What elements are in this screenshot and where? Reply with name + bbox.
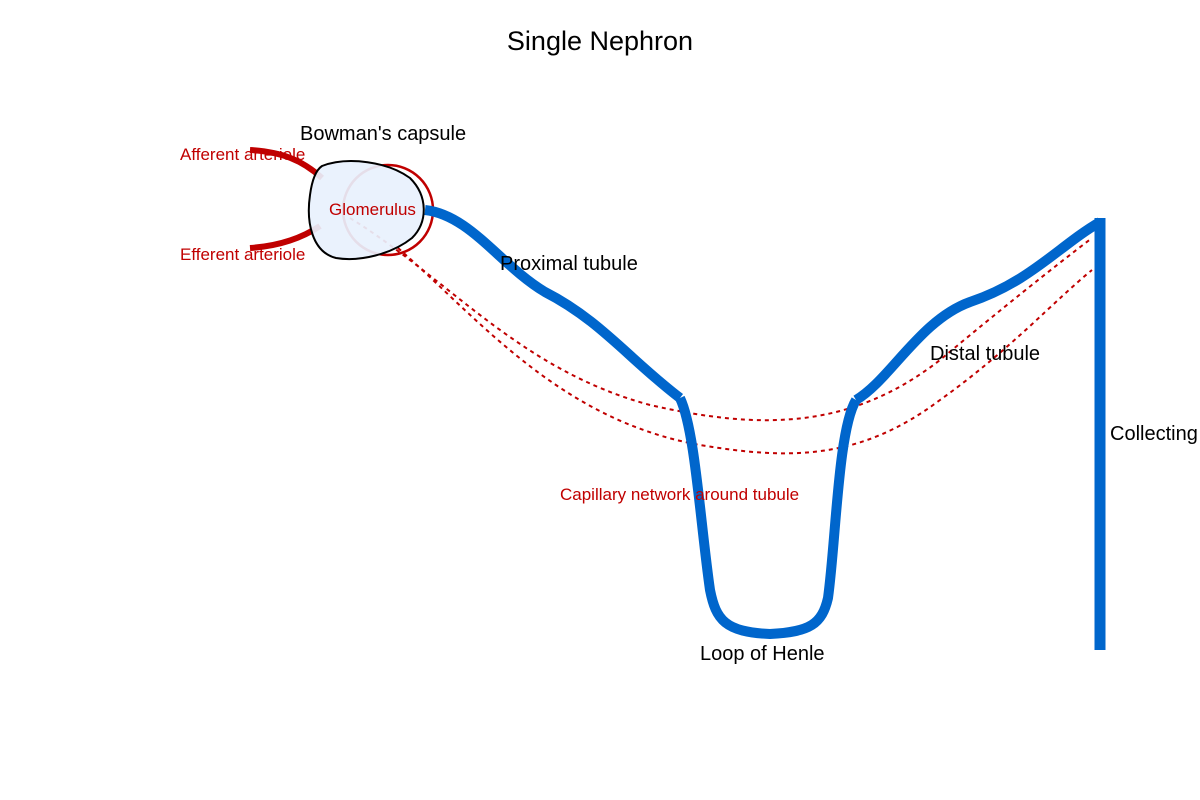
bowmans-capsule-label: Bowman's capsule bbox=[300, 123, 466, 145]
proximal-tubule-label: Proximal tubule bbox=[500, 253, 638, 275]
distal-tubule bbox=[853, 217, 1103, 405]
proximal-tubule bbox=[424, 205, 684, 402]
capillary-network-upper bbox=[349, 217, 1093, 422]
glomerulus-label: Glomerulus bbox=[329, 200, 416, 219]
diagram-title: Single Nephron bbox=[507, 26, 693, 56]
loop-of-henle-label: Loop of Henle bbox=[700, 643, 825, 665]
afferent-arteriole-label: Afferent arteriole bbox=[180, 145, 305, 164]
collecting-duct-label: Collecting bbox=[1110, 423, 1198, 445]
capillary-network-lower bbox=[397, 247, 1093, 455]
efferent-arteriole-label: Efferent arteriole bbox=[180, 245, 305, 264]
bowmans-capsule-shape bbox=[307, 160, 425, 260]
capillary-network-label: Capillary network around tubule bbox=[560, 485, 799, 504]
loop-of-henle bbox=[675, 395, 861, 640]
distal-tubule-label: Distal tubule bbox=[930, 343, 1040, 365]
